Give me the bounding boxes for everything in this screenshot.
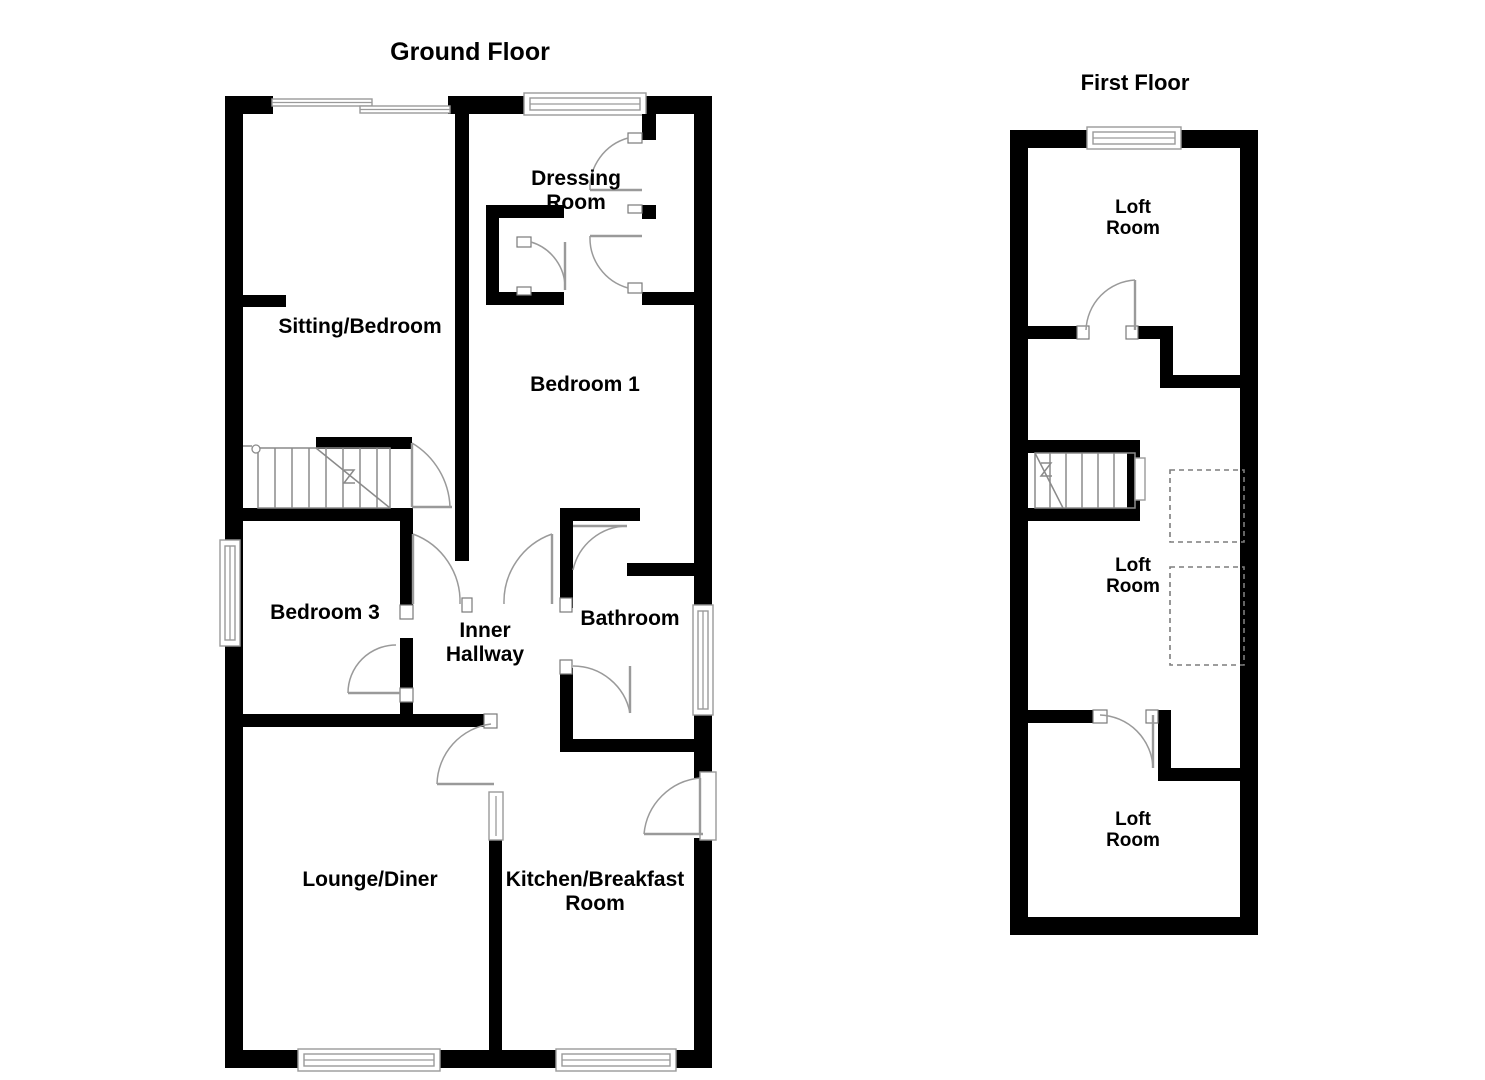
room-label-loft-room-top: Loft Room (1106, 197, 1160, 240)
gf-wall-sitting-nib (243, 295, 286, 307)
ff-wall-stair-top (1028, 440, 1140, 453)
gf-outer-wall-right-upper (694, 96, 712, 605)
gf-door-lounge (436, 723, 494, 786)
gf-outer-wall-right-lower (694, 838, 712, 1068)
gf-jamb-lounge-hall (483, 713, 498, 729)
ff-wall-upper-partition-left (1028, 326, 1080, 339)
room-label-bedroom-3: Bedroom 3 (270, 601, 380, 624)
gf-wall-stair-top (316, 437, 412, 449)
ff-door-upper (1085, 279, 1137, 331)
gf-wall-bathroom-left-lower (560, 668, 573, 752)
gf-wall-dressing-right-nib-top (642, 114, 656, 140)
ff-outer-wall-top-right (1180, 130, 1258, 148)
gf-door-bedroom3 (347, 644, 400, 695)
gf-door-dressing-2 (589, 234, 642, 289)
room-label-loft-room-bottom: Loft Room (1106, 809, 1160, 852)
gf-outer-wall-top-left-nib (225, 96, 273, 114)
first-floor-title: First Floor (1080, 70, 1190, 95)
ff-wall-lower-partition-right (1155, 710, 1171, 723)
room-label-bathroom: Bathroom (580, 607, 680, 630)
gf-jamb-bathroom-door (559, 659, 573, 675)
gf-outer-wall-top-pier (448, 96, 524, 114)
ff-wall-cupboard-upper-left (1160, 326, 1173, 388)
ff-jamb-lower-left (1092, 709, 1108, 724)
ff-eaves-box-upper (1169, 469, 1245, 543)
room-label-lounge-diner: Lounge/Diner (302, 868, 438, 891)
ff-jamb-upper-right (1125, 325, 1139, 340)
gf-jamb-dressing-e (516, 286, 532, 296)
gf-kitchen-window (555, 1048, 677, 1072)
gf-jamb-hall-bedroom1 (461, 597, 473, 613)
gf-door-bedroom1-hall (503, 533, 554, 605)
ff-loft-window (1086, 126, 1182, 150)
gf-wall-dressing-left (486, 205, 499, 305)
ff-staircase (1034, 452, 1146, 509)
ground-floor-drawing (219, 92, 717, 1072)
room-label-kitchen-breakfast-room: Kitchen/Breakfast Room (505, 868, 685, 915)
room-label-loft-room-middle: Loft Room (1106, 555, 1160, 598)
room-label-inner-hallway: Inner Hallway (445, 619, 525, 666)
ff-outer-wall-bottom (1010, 917, 1258, 935)
gf-lounge-window (297, 1048, 441, 1072)
ff-outer-wall-right (1240, 130, 1258, 935)
room-label-dressing-room: Dressing Room (531, 167, 621, 214)
gf-door-kitchen-entrance (643, 771, 717, 841)
ff-jamb-upper-left (1076, 325, 1090, 340)
gf-wall-bathroom-top-step (627, 563, 694, 576)
gf-wall-bedroom3-top (243, 508, 412, 521)
gf-door-bathroom-upper (572, 524, 628, 571)
gf-door-bedroom3-hall (411, 533, 461, 605)
room-label-bedroom-1: Bedroom 1 (530, 373, 640, 396)
room-label-sitting-bedroom: Sitting/Bedroom (278, 315, 442, 338)
ff-wall-upper-partition-right (1135, 326, 1163, 339)
gf-wall-dressing-bottom (486, 292, 564, 305)
gf-door-landing (410, 442, 452, 509)
gf-wall-bedroom3-right (400, 508, 413, 608)
gf-outer-wall-bottom (225, 1050, 712, 1068)
gf-wall-bathroom-bottom (560, 739, 708, 752)
gf-dressing-room-window (523, 92, 647, 116)
ff-wall-cupboard-upper-bottom (1160, 375, 1240, 388)
gf-sitting-bedroom-sliding-window (271, 98, 451, 114)
gf-jamb-dressing-a (627, 132, 643, 144)
ff-wall-cupboard-lower-left (1158, 710, 1171, 780)
gf-jamb-dressing-c (627, 282, 643, 294)
gf-door-bathroom-lower (572, 665, 632, 714)
gf-outer-wall-left (225, 96, 243, 1068)
gf-wall-dressing-right-nib-bot (642, 292, 694, 305)
gf-staircase (243, 444, 391, 509)
ff-outer-wall-left (1010, 130, 1028, 935)
ff-wall-stair-bottom (1028, 508, 1140, 521)
gf-jamb-dressing-d (516, 236, 532, 248)
ff-wall-lower-partition-left (1028, 710, 1096, 723)
gf-outer-wall-right-mid (694, 715, 712, 778)
gf-bedroom3-window (219, 539, 241, 647)
gf-lounge-kitchen-glazed-pane (488, 791, 504, 841)
gf-wall-bathroom-left-upper (560, 508, 573, 608)
gf-wall-bedroom3-right-lower (400, 638, 413, 716)
ground-floor-title: Ground Floor (390, 38, 550, 66)
gf-door-dressing-3 (530, 241, 567, 291)
gf-wall-bedroom3-bottom (243, 714, 495, 727)
ff-door-lower (1099, 714, 1155, 769)
gf-jamb-bedroom3-door (399, 687, 414, 703)
ff-wall-cupboard-lower-bottom (1158, 768, 1240, 781)
gf-outer-wall-top-right (645, 96, 712, 114)
ff-wall-stair-right (1127, 440, 1140, 521)
gf-wall-bathroom-top (560, 508, 640, 521)
ff-outer-wall-top-left (1010, 130, 1087, 148)
ff-jamb-lower-right (1145, 709, 1159, 724)
